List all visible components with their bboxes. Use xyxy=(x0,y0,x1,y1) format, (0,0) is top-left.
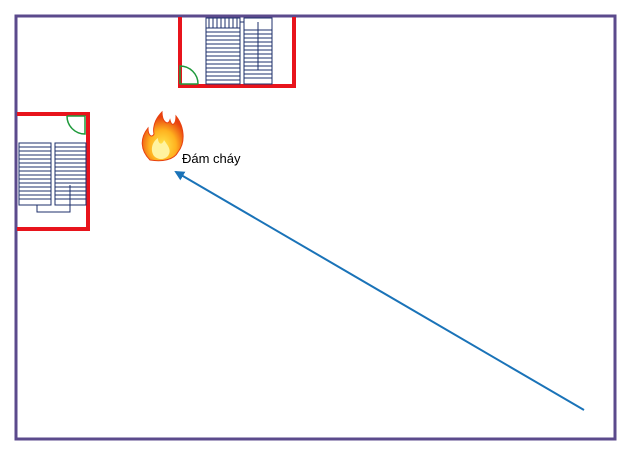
door-swing-icon xyxy=(179,65,199,85)
door-swing-icon xyxy=(66,115,86,135)
outer-wall xyxy=(14,14,617,441)
fire-label: Đám cháy xyxy=(182,151,241,166)
stairwell-top xyxy=(178,17,296,88)
arrow-icon xyxy=(174,170,585,411)
stairwell-top-wall xyxy=(178,17,296,88)
stairwell-left-wall xyxy=(17,112,90,231)
fire-icon xyxy=(141,110,184,162)
stairwell-left xyxy=(17,112,90,231)
stairs-icon xyxy=(18,142,87,213)
stairs-icon xyxy=(205,17,273,85)
